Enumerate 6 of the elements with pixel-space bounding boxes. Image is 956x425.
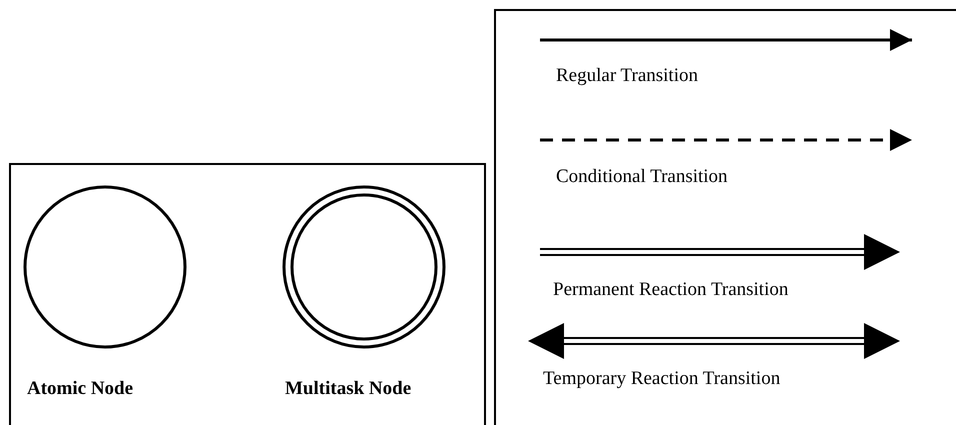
legend-label: Regular Transition <box>556 65 698 87</box>
legend-label: Conditional Transition <box>556 166 728 188</box>
legend-label: Temporary Reaction Transition <box>543 368 780 390</box>
legend-label: Multitask Node <box>285 378 412 400</box>
legend-label: Atomic Node <box>27 378 134 400</box>
legend-label: Permanent Reaction Transition <box>553 279 788 301</box>
